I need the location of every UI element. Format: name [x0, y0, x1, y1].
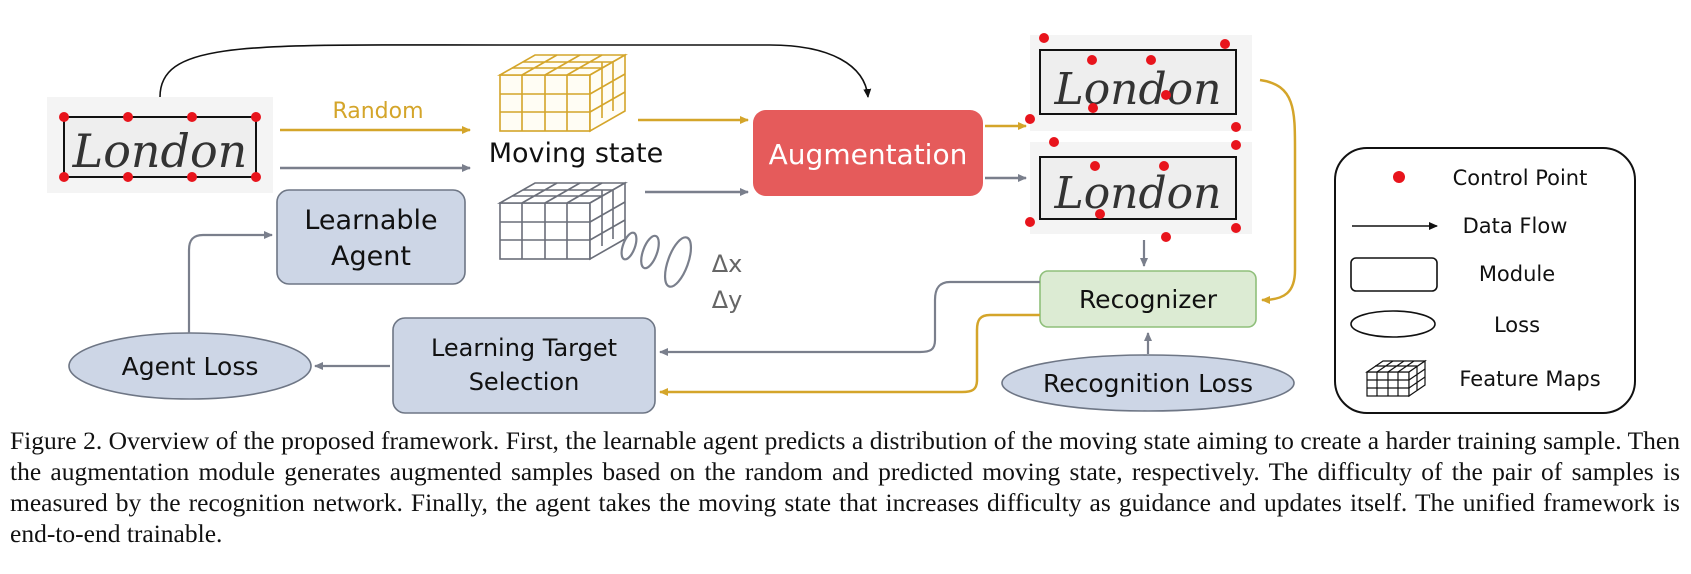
figure-caption: Figure 2. Overview of the proposed frame…	[10, 426, 1680, 548]
control-points	[59, 112, 261, 182]
recognition-loss-label: Recognition Loss	[1043, 369, 1253, 398]
framework-diagram: London Random Moving state Δx Δy	[47, 33, 1636, 414]
loss-icon	[1350, 310, 1436, 338]
learning-target-line2: Selection	[469, 368, 580, 396]
recognizer-feedback-gold-arrow	[659, 313, 1040, 396]
sample-word: London	[72, 124, 248, 178]
recognizer-label: Recognizer	[1079, 285, 1218, 314]
control-point-icon	[1393, 171, 1405, 183]
learnable-agent-line2: Agent	[331, 241, 411, 272]
delta-x-label: Δx	[712, 250, 743, 278]
agent-loss-label: Agent Loss	[122, 352, 259, 381]
predicted-feature-map-icon	[496, 181, 629, 261]
legend-control-point: Control Point	[1453, 166, 1588, 190]
legend-data-flow: Data Flow	[1463, 214, 1568, 238]
augmented-sample-random: London	[1025, 33, 1252, 132]
recognizer-feedback-gray-arrow	[659, 280, 1040, 356]
bypass-arrow	[159, 44, 872, 98]
learning-target-line1: Learning Target	[431, 334, 617, 362]
module-icon	[1350, 257, 1438, 292]
legend-loss: Loss	[1494, 313, 1540, 337]
learning-target-selection-module	[392, 317, 656, 414]
svg-text:London: London	[1053, 168, 1221, 219]
legend: Control Point Data Flow Module Loss Feat…	[1334, 147, 1636, 414]
feature-maps-icon	[1365, 359, 1427, 398]
input-sample-image: London	[47, 97, 273, 193]
legend-module: Module	[1479, 262, 1555, 286]
delta-y-label: Δy	[712, 286, 743, 314]
recognizer-module	[1039, 270, 1257, 328]
learnable-agent-module	[276, 189, 466, 285]
legend-feature-maps: Feature Maps	[1459, 367, 1600, 391]
learnable-agent-line1: Learnable	[304, 205, 437, 236]
moving-state-label: Moving state	[489, 138, 664, 169]
loss-to-agent-arrow	[187, 231, 273, 333]
random-label: Random	[332, 99, 423, 124]
augmentation-label: Augmentation	[769, 138, 968, 171]
recognition-loss	[1001, 354, 1295, 412]
svg-text:London: London	[1053, 64, 1221, 115]
augmented-sample-predicted: London	[1025, 137, 1252, 242]
augmentation-module	[753, 110, 983, 196]
random-feature-map-icon	[496, 53, 629, 133]
distribution-icon	[620, 231, 693, 288]
sample1-to-recognizer-arrow	[1259, 78, 1297, 304]
